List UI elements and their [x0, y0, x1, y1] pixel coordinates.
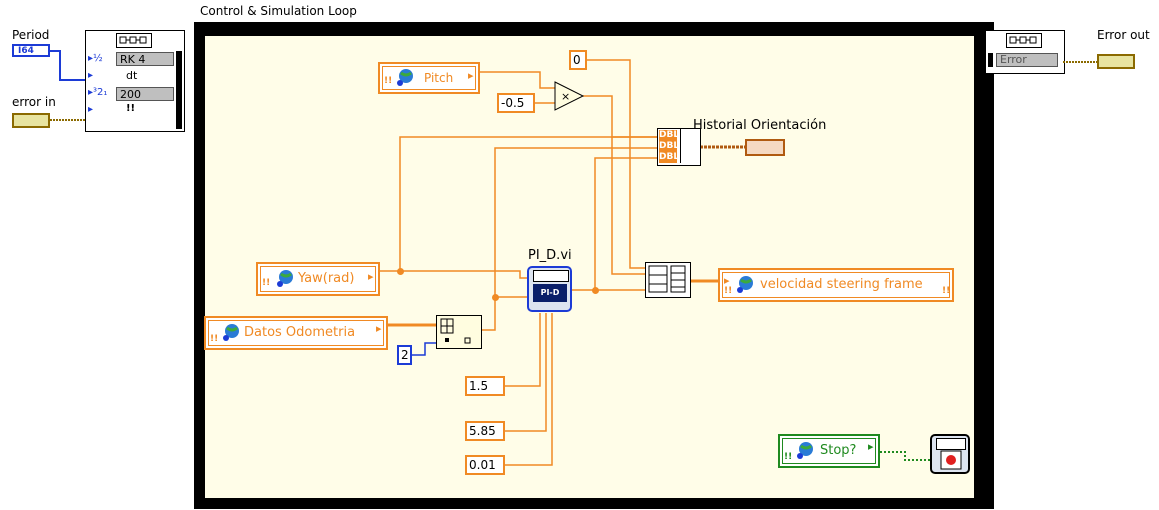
error-in-label: error in	[12, 95, 56, 109]
stop-label: Stop?	[820, 443, 857, 458]
pid-icon-label: PI-D	[533, 284, 567, 302]
error-term: !!	[126, 103, 136, 114]
history-build-node[interactable]: DBL DBL DBL	[657, 128, 701, 166]
loop-node-icon	[533, 270, 569, 282]
solver-value[interactable]: RK 4	[116, 52, 174, 66]
index-const-wire	[412, 342, 436, 356]
error-arrow-icon: ▸	[88, 104, 94, 115]
error-out-indicator[interactable]	[1097, 54, 1135, 69]
error-selector[interactable]: Error	[996, 53, 1058, 67]
ki-constant[interactable]: 5.85	[465, 421, 505, 441]
junction-dot	[397, 268, 404, 275]
pitch-wire	[480, 71, 555, 89]
dt-arrow-icon: ▸	[88, 70, 94, 81]
subvi-name: PI_D.vi	[528, 248, 572, 263]
index-constant[interactable]: 2	[397, 345, 412, 365]
neg-half-constant[interactable]: -0.5	[497, 93, 535, 113]
yaw-variable[interactable]: !! Yaw(rad) ▸	[256, 262, 380, 296]
junction-dot	[492, 294, 499, 301]
period-control[interactable]: I64	[12, 44, 50, 57]
zero-constant[interactable]: 0	[569, 50, 587, 70]
loop-node-icon	[116, 33, 152, 48]
ki-wire	[505, 313, 547, 432]
multiply-icon[interactable]: ×	[553, 80, 585, 112]
dbl-term: DBL	[659, 130, 680, 141]
history-label: Historial Orientación	[693, 118, 827, 133]
svg-text:×: ×	[561, 90, 570, 103]
dbl-term: DBL	[659, 141, 680, 152]
loop-node-icon	[1006, 33, 1042, 48]
stop-variable[interactable]: !! Stop? ▸	[778, 434, 880, 468]
error-out-label: Error out	[1097, 28, 1150, 42]
error-in-control[interactable]	[12, 113, 50, 128]
pitch-variable[interactable]: !! Pitch ▸	[378, 62, 480, 94]
pid-out-wire	[572, 157, 657, 291]
junction-dot	[592, 287, 599, 294]
loop-output-node[interactable]: Error	[985, 30, 1065, 74]
yaw-label: Yaw(rad)	[298, 271, 355, 286]
solver-icon: ▸½	[88, 53, 103, 64]
build-array-node[interactable]	[645, 262, 691, 298]
index-out-wire	[480, 147, 657, 331]
odometry-variable[interactable]: !! Datos Odometria ▸	[204, 316, 388, 350]
loop-title: Control & Simulation Loop	[200, 4, 357, 18]
pitch-label: Pitch	[424, 71, 454, 85]
loop-node-icon	[936, 438, 966, 450]
kp-wire	[505, 313, 541, 387]
steps-icon: ▸³2₁	[88, 87, 108, 98]
stop-wire	[880, 451, 930, 461]
globe-icon	[222, 323, 240, 343]
globe-icon	[276, 269, 294, 289]
history-indicator[interactable]	[745, 139, 785, 156]
velocity-variable[interactable]: ▸ !! velocidad steering frame !!	[718, 268, 954, 302]
kd-wire	[505, 313, 553, 466]
zero-wire	[587, 59, 645, 269]
steps-value[interactable]: 200	[116, 87, 174, 101]
period-wire	[50, 50, 85, 81]
stop-icon	[940, 450, 962, 470]
dt-label: dt	[126, 69, 138, 82]
period-label: Period	[12, 28, 50, 42]
globe-icon	[796, 441, 814, 461]
globe-icon	[736, 275, 754, 295]
pid-subvi[interactable]: PI-D	[527, 266, 572, 312]
dbl-term: DBL	[659, 152, 680, 163]
odometry-label: Datos Odometria	[244, 325, 356, 340]
mult-out-wire	[583, 95, 657, 138]
kd-constant[interactable]: 0.01	[465, 455, 505, 475]
stop-condition-node[interactable]	[930, 434, 970, 474]
velocity-label: velocidad steering frame	[760, 277, 923, 292]
globe-icon	[396, 68, 414, 88]
yaw-wire	[380, 270, 527, 279]
kp-constant[interactable]: 1.5	[465, 376, 505, 396]
loop-input-node[interactable]: ▸½ RK 4 ▸ dt ▸³2₁ 200 ▸ !!	[85, 30, 185, 132]
index-array-node[interactable]	[436, 315, 482, 349]
